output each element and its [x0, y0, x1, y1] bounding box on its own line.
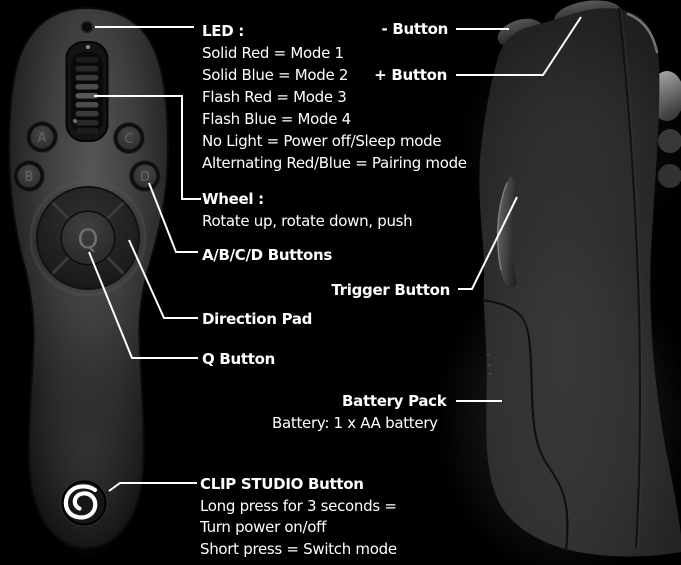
side-body-sheen-bottom: [435, 260, 681, 565]
leader-lines: [88, 16, 582, 492]
tabmate-side-illustration: [435, 0, 681, 565]
button-c: C: [113, 122, 145, 154]
direction-pad: Q: [29, 179, 147, 297]
clip-studio-line: Short press = Switch mode: [200, 539, 397, 558]
clip-studio-logo-icon: [63, 484, 98, 520]
led-line: Flash Blue = Mode 4: [202, 110, 351, 128]
plus-leader-line: [456, 16, 582, 76]
plus-button-label: + Button: [374, 66, 447, 84]
abcd-buttons-label: A/B/C/D Buttons: [202, 246, 333, 264]
side-grip-ticks: [486, 353, 492, 376]
q-leader-line: [88, 251, 198, 359]
q-button: [62, 212, 114, 264]
wheel-top-dot: [86, 45, 90, 49]
wheel-ridges: [75, 57, 99, 134]
battery-cover-seam: [481, 298, 569, 553]
clip-studio-line: Long press for 3 seconds =: [200, 496, 397, 515]
led-title: LED :: [202, 22, 244, 40]
battery-pack-line: Battery: 1 x AA battery: [272, 414, 438, 432]
q-button-glyph: Q: [77, 224, 98, 255]
button-a: A: [26, 121, 58, 153]
clip-studio-title: CLIP STUDIO Button: [200, 475, 364, 493]
battery-cover-seam-highlight: [482, 302, 570, 517]
led-line: No Light = Power off/Sleep mode: [202, 132, 442, 150]
led-line: Solid Blue = Mode 2: [202, 66, 349, 84]
wheel-line: Rotate up, rotate down, push: [202, 212, 413, 230]
led-line: Flash Red = Mode 3: [202, 88, 347, 106]
side-crease-line: [618, 7, 641, 549]
dpad-separators: [51, 201, 125, 275]
side-body-sheen-top: [460, 30, 681, 250]
wheel-title: Wheel :: [202, 190, 264, 208]
side-crease-highlight: [620, 7, 643, 549]
dpad-leader-line: [128, 239, 198, 319]
direction-pad-label: Direction Pad: [202, 310, 313, 328]
button-d-glyph: D: [140, 170, 150, 185]
scroll-wheel: [65, 41, 109, 142]
clip-studio-button: [60, 479, 108, 527]
wheel-leader-line: [94, 95, 201, 200]
button-b-glyph: B: [25, 170, 34, 185]
minus-button-label: - Button: [381, 20, 449, 38]
wheel-annotation: Wheel : Rotate up, rotate down, push: [202, 188, 413, 232]
trigger-rim-highlight: [496, 182, 508, 271]
abcd-leader-line: [148, 182, 198, 253]
button-c-glyph: C: [124, 132, 133, 147]
clip-leader-line: [108, 482, 197, 492]
led-indicator: [80, 20, 94, 34]
front-handle-sheen: [27, 340, 147, 560]
button-a-glyph: A: [38, 131, 47, 146]
wheel-bottom-dot: [73, 119, 77, 123]
trigger-button-label: Trigger Button: [331, 281, 450, 299]
led-annotation: LED : Solid Red = Mode 1 Solid Blue = Mo…: [202, 20, 467, 174]
trigger-leader-line: [458, 196, 518, 290]
button-d: D: [129, 160, 161, 192]
led-line: Solid Red = Mode 1: [202, 44, 344, 62]
side-corner-highlight: [626, 12, 659, 54]
button-b: B: [13, 160, 45, 192]
battery-pack-title: Battery Pack: [342, 392, 447, 410]
tabmate-front-illustration: A C B D: [7, 6, 170, 560]
clip-studio-annotation: CLIP STUDIO Button Long press for 3 seco…: [200, 474, 397, 560]
led-line: Alternating Red/Blue = Pairing mode: [202, 154, 467, 172]
q-button-label: Q Button: [202, 350, 276, 368]
clip-studio-line: Turn power on/off: [200, 518, 327, 536]
